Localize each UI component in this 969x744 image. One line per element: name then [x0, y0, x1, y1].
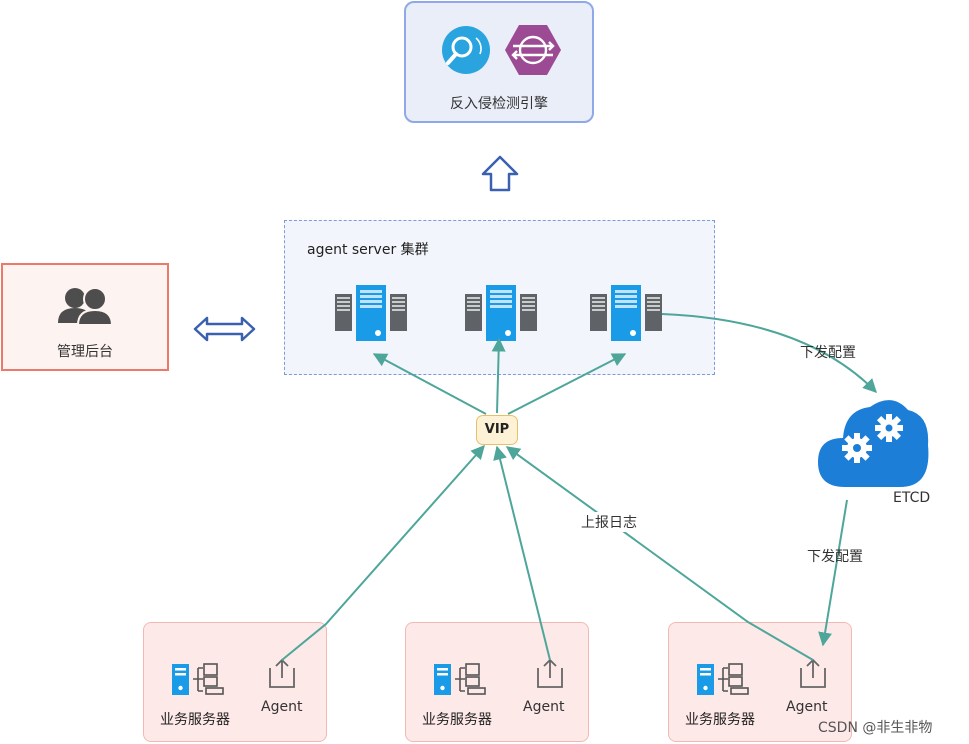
agent-2-to-vip-arrow	[493, 445, 551, 661]
users-icon	[58, 287, 114, 326]
push-config-label-bottom: 下发配置	[807, 549, 863, 565]
agent-label-3: Agent	[786, 699, 828, 715]
watermark: CSDN @非生非物	[818, 720, 933, 736]
agent-1-to-vip-arrow	[281, 444, 485, 661]
agent-label-2: Agent	[523, 699, 565, 715]
business-server-label-3: 业务服务器	[685, 712, 755, 728]
search-icon	[442, 26, 490, 74]
agent-3-to-vip-arrow	[505, 446, 814, 661]
agent-server-icon-2	[465, 285, 537, 341]
business-server-icon-1	[171, 663, 224, 696]
vip-badge: VIP	[476, 415, 518, 445]
detection-engine-label: 反入侵检测引擎	[450, 96, 548, 112]
etcd-cloud-icon	[818, 400, 929, 487]
agent-label-1: Agent	[261, 699, 303, 715]
business-server-icon-3	[696, 663, 749, 696]
agent-server-icon-3	[590, 285, 662, 341]
business-server-label-2: 业务服务器	[422, 712, 492, 728]
vip-to-server-3-arrow	[507, 353, 627, 415]
agent-icon-1	[269, 659, 295, 688]
etcd-label: ETCD	[893, 490, 931, 506]
cluster-title: agent server 集群	[307, 242, 429, 258]
push-config-label-top: 下发配置	[800, 345, 856, 361]
agent-server-icon-1	[335, 285, 407, 341]
detection-engine-box: 反入侵检测引擎	[404, 1, 594, 123]
agent-icon-3	[800, 659, 826, 688]
agent-icon-2	[537, 659, 563, 688]
report-logs-label: 上报日志	[581, 512, 637, 532]
business-server-label-1: 业务服务器	[160, 712, 230, 728]
bidirectional-arrow-icon	[193, 316, 256, 342]
etcd-to-agent-arrow	[818, 499, 848, 647]
business-server-icon-2	[433, 663, 486, 696]
business-server-group-1: 业务服务器 Agent	[143, 622, 327, 742]
vip-to-server-1-arrow	[372, 353, 487, 415]
admin-console-label: 管理后台	[57, 344, 113, 360]
up-arrow-icon	[481, 155, 519, 192]
server-to-etcd-arrow	[661, 313, 877, 394]
sync-icon	[505, 25, 561, 75]
vip-to-server-2-arrow	[491, 337, 506, 414]
